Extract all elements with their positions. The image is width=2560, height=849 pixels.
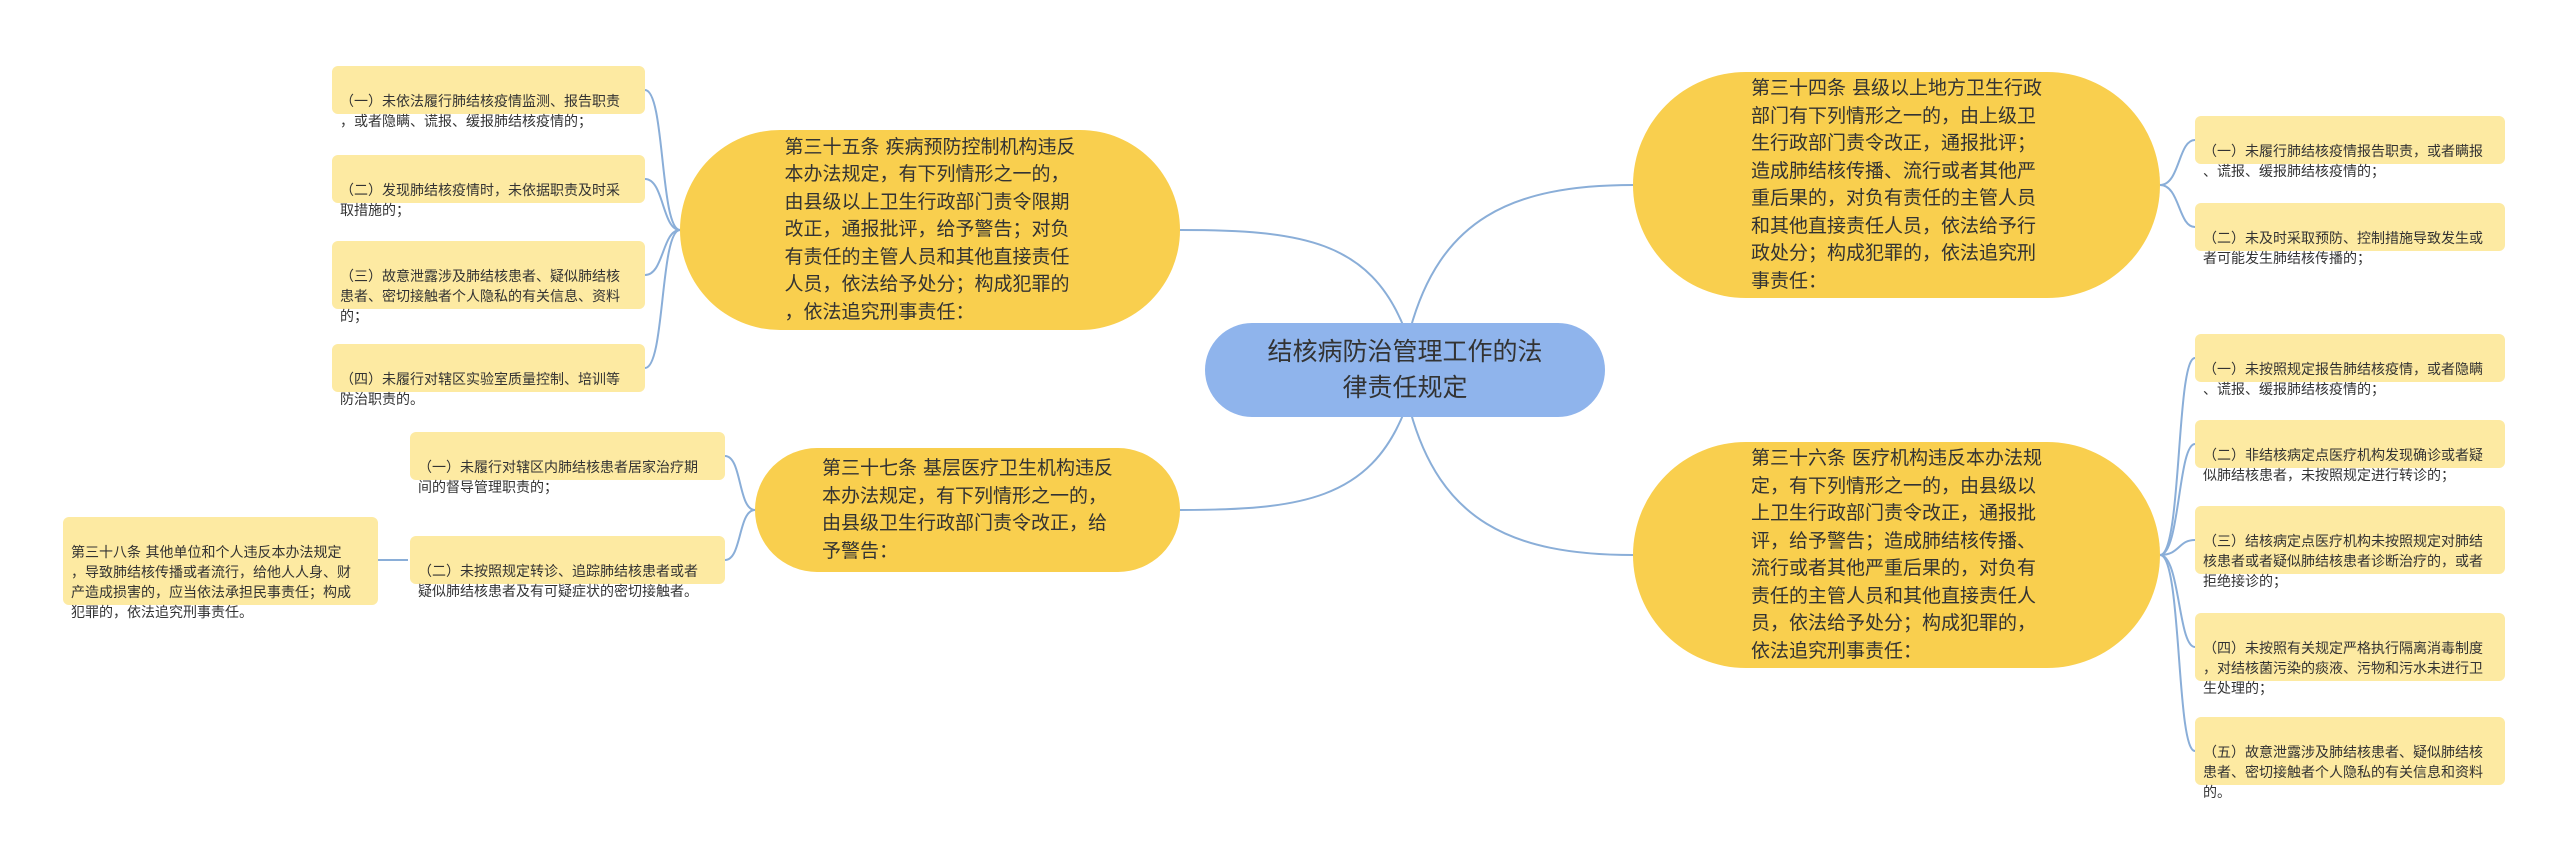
- link-art35-2: [644, 178, 681, 231]
- root-node[interactable]: 结核病防治管理工作的法 律责任规定: [1205, 323, 1605, 417]
- art35-item-2[interactable]: （二）发现肺结核疫情时，未依据职责及时采 取措施的；: [332, 155, 645, 219]
- branch-article-34[interactable]: 第三十四条 县级以上地方卫生行政 部门有下列情形之一的，由上级卫 生行政部门责令…: [1633, 72, 2160, 298]
- branch-article-37[interactable]: 第三十七条 基层医疗卫生机构违反 本办法规定，有下列情形之一的， 由县级卫生行政…: [755, 448, 1180, 572]
- branch-article-35[interactable]: 第三十五条 疾病预防控制机构违反 本办法规定，有下列情形之一的， 由县级以上卫生…: [680, 130, 1180, 330]
- branch-article-36-text: 第三十六条 医疗机构违反本办法规 定，有下列情形之一的，由县级以 上卫生行政部门…: [1750, 447, 2043, 662]
- link-art36-5: [2159, 554, 2196, 752]
- art34-item-1[interactable]: （一）未履行肺结核疫情报告职责，或者瞒报 、谎报、缓报肺结核疫情的；: [2195, 116, 2505, 180]
- link-art36-2: [2159, 443, 2196, 556]
- link-art36-4: [2159, 554, 2196, 648]
- branch-article-37-text: 第三十七条 基层医疗卫生机构违反 本办法规定，有下列情形之一的， 由县级卫生行政…: [821, 457, 1114, 562]
- art35-item-4[interactable]: （四）未履行对辖区实验室质量控制、培训等 防治职责的。: [332, 344, 645, 408]
- art36-item-2[interactable]: （二）非结核病定点医疗机构发现确诊或者疑 似肺结核患者，未按照规定进行转诊的；: [2195, 420, 2505, 484]
- link-art35-1: [644, 89, 681, 231]
- root-label: 结核病防治管理工作的法 律责任规定: [1267, 337, 1543, 402]
- art37-item-2[interactable]: （二）未按照规定转诊、追踪肺结核患者或者 疑似肺结核患者及有可疑症状的密切接触者…: [410, 536, 725, 600]
- art37-item-1[interactable]: （一）未履行对辖区内肺结核患者居家治疗期 间的督导管理职责的；: [410, 432, 725, 496]
- link-art34-2: [2159, 184, 2196, 228]
- link-art35-4: [644, 229, 681, 369]
- branch-article-36[interactable]: 第三十六条 医疗机构违反本办法规 定，有下列情形之一的，由县级以 上卫生行政部门…: [1633, 442, 2160, 668]
- art36-item-5[interactable]: （五）故意泄露涉及肺结核患者、疑似肺结核 患者、密切接触者个人隐私的有关信息和资…: [2195, 717, 2505, 801]
- link-root-art35: [1179, 229, 1406, 331]
- link-root-art36: [1409, 409, 1634, 556]
- link-art37-2: [724, 509, 756, 561]
- link-art36-3: [2159, 539, 2196, 556]
- branch-article-35-text: 第三十五条 疾病预防控制机构违反 本办法规定，有下列情形之一的， 由县级以上卫生…: [784, 135, 1076, 323]
- art36-item-4[interactable]: （四）未按照有关规定严格执行隔离消毒制度 ，对结核菌污染的痰液、污物和污水未进行…: [2195, 613, 2505, 697]
- link-root-art37: [1179, 409, 1406, 511]
- art34-item-2[interactable]: （二）未及时采取预防、控制措施导致发生或 者可能发生肺结核传播的；: [2195, 203, 2505, 267]
- link-art37-1: [724, 455, 756, 511]
- art38-node[interactable]: 第三十八条 其他单位和个人违反本办法规定 ，导致肺结核传播或者流行，给他人人身、…: [63, 517, 378, 621]
- art36-item-1[interactable]: （一）未按照规定报告肺结核疫情，或者隐瞒 、谎报、缓报肺结核疫情的；: [2195, 334, 2505, 398]
- link-art34-1: [2159, 139, 2196, 186]
- link-root-art34: [1409, 184, 1634, 331]
- art36-item-3[interactable]: （三）结核病定点医疗机构未按照规定对肺结 核患者或者疑似肺结核患者诊断治疗的，或…: [2195, 506, 2505, 590]
- art35-item-1[interactable]: （一）未依法履行肺结核疫情监测、报告职责 ，或者隐瞒、谎报、缓报肺结核疫情的；: [332, 66, 645, 130]
- link-art35-3: [644, 229, 681, 276]
- branch-article-34-text: 第三十四条 县级以上地方卫生行政 部门有下列情形之一的，由上级卫 生行政部门责令…: [1750, 77, 2043, 292]
- art35-item-3[interactable]: （三）故意泄露涉及肺结核患者、疑似肺结核 患者、密切接触者个人隐私的有关信息、资…: [332, 241, 645, 325]
- link-art36-1: [2159, 357, 2196, 556]
